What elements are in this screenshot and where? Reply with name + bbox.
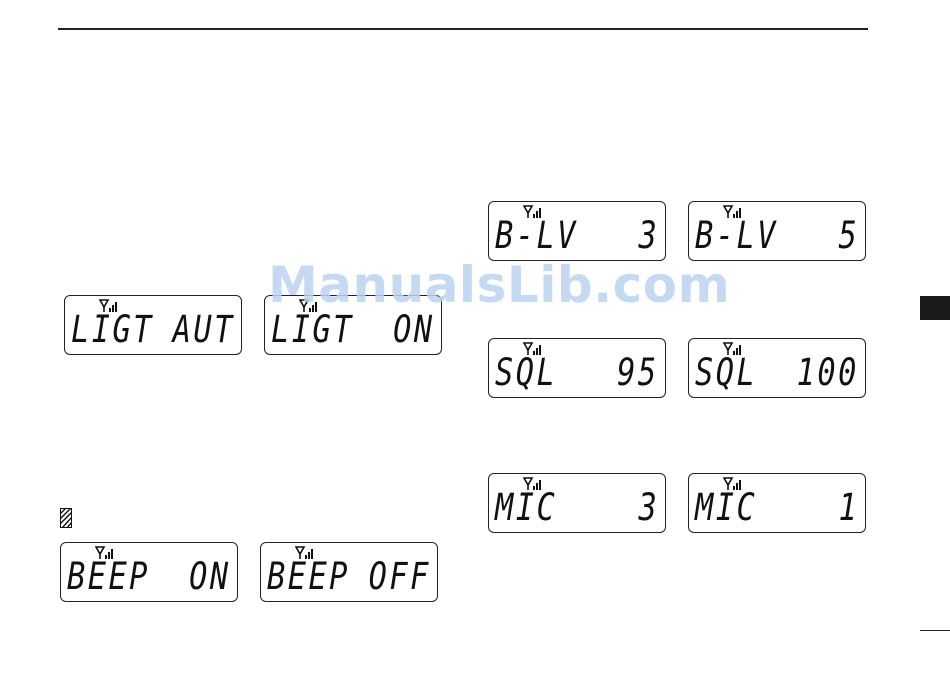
lcd-mic-3: MIC 3 — [488, 473, 666, 533]
lcd-mic-1: MIC 1 — [688, 473, 866, 533]
watermark: ManualsLib.com — [268, 256, 730, 314]
lcd-label: MIC — [495, 488, 628, 528]
lcd-label: B-LV — [495, 216, 628, 256]
lcd-value: AUT — [173, 310, 235, 350]
lcd-label: LIGT — [271, 310, 404, 350]
header-rule — [58, 28, 868, 30]
lcd-label: B-LV — [695, 216, 828, 256]
lcd-squelch-95: SQL 95 — [488, 338, 666, 398]
hatched-note-icon — [60, 508, 72, 528]
lcd-beep-level-5: B-LV 5 — [688, 201, 866, 261]
lcd-value: 3 — [638, 488, 659, 528]
lcd-value: OFF — [369, 557, 431, 597]
lcd-light-auto: LIGT AUT — [64, 295, 242, 355]
section-tab-marker — [920, 296, 950, 320]
lcd-beep-off: BEEP OFF — [260, 542, 438, 602]
lcd-value: 95 — [618, 353, 659, 393]
page-number-rule — [920, 630, 950, 631]
lcd-label: BEEP — [67, 557, 200, 597]
lcd-value: ON — [394, 310, 435, 350]
lcd-value: 100 — [797, 353, 859, 393]
lcd-beep-level-3: B-LV 3 — [488, 201, 666, 261]
lcd-value: 5 — [838, 216, 859, 256]
lcd-squelch-100: SQL 100 — [688, 338, 866, 398]
lcd-value: ON — [190, 557, 231, 597]
lcd-label: MIC — [695, 488, 828, 528]
lcd-value: 1 — [838, 488, 859, 528]
lcd-value: 3 — [638, 216, 659, 256]
lcd-label: SQL — [495, 353, 628, 393]
lcd-beep-on: BEEP ON — [60, 542, 238, 602]
